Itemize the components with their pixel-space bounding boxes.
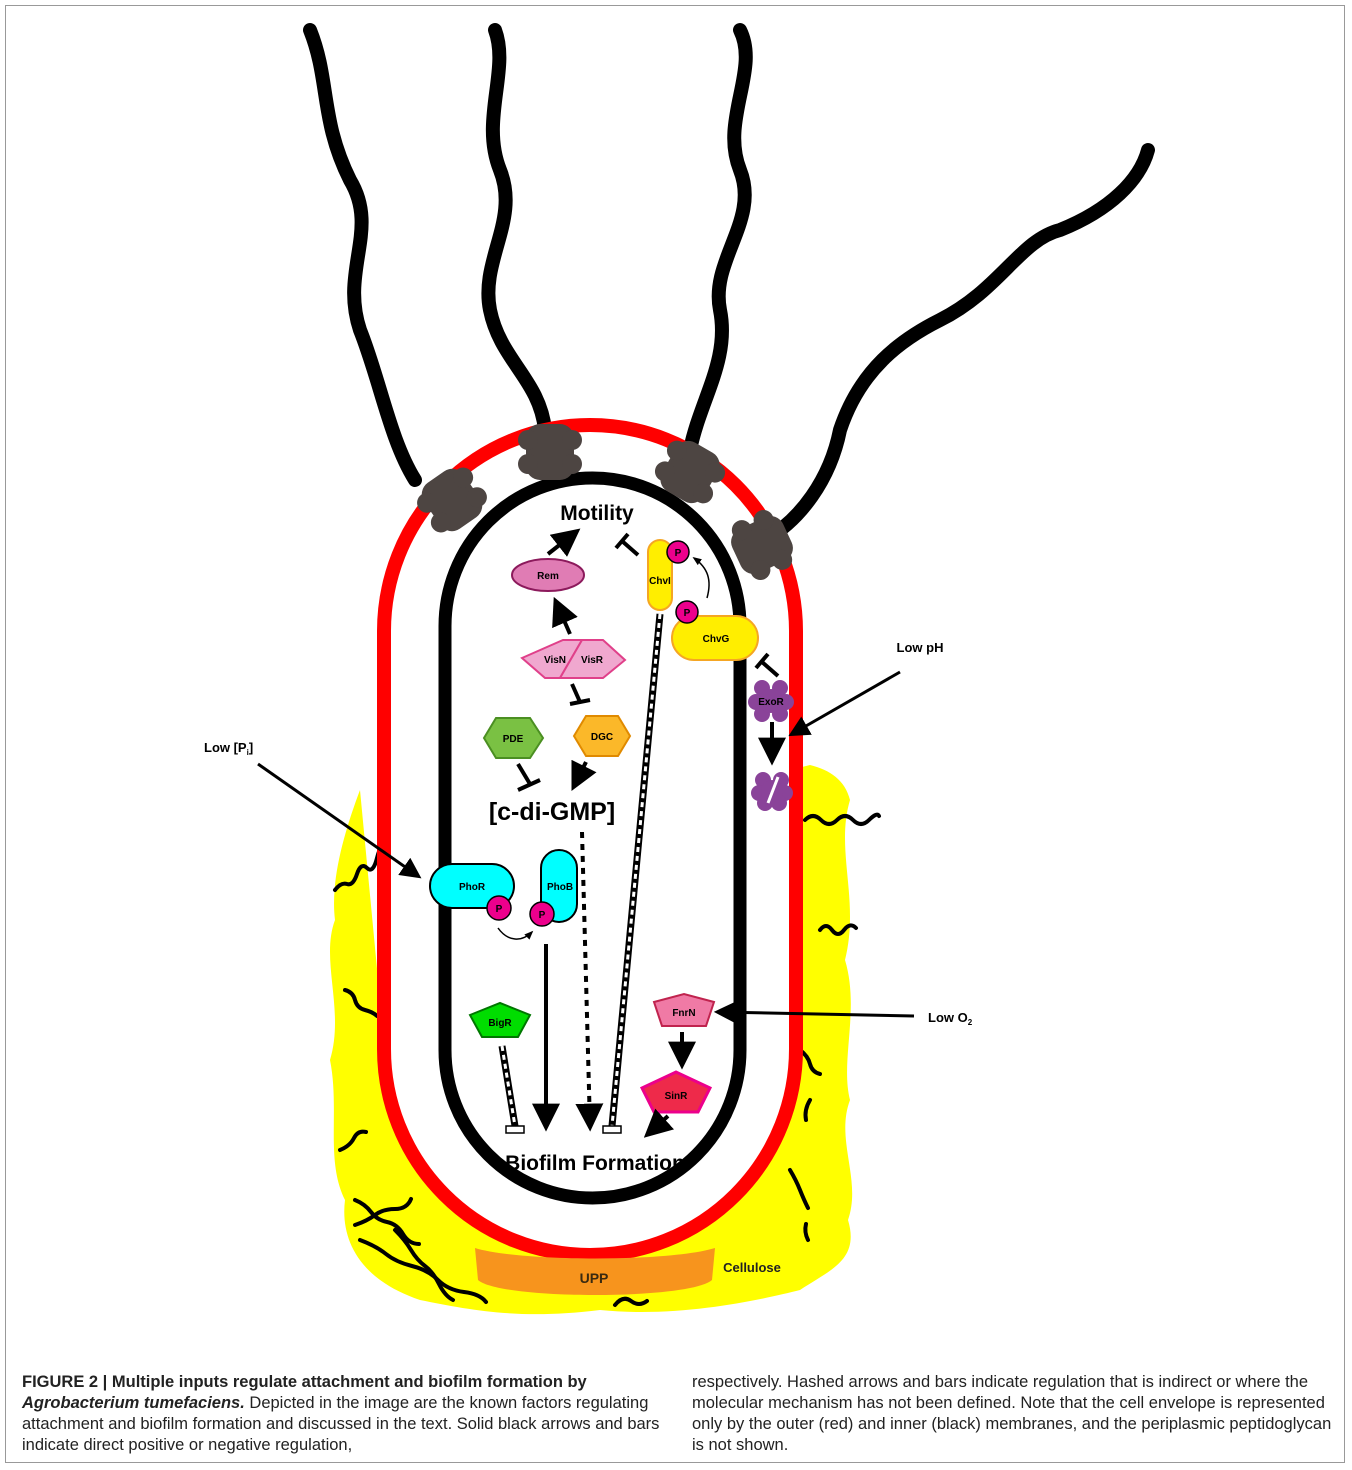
caption-column-2: respectively. Hashed arrows and bars ind… xyxy=(692,1372,1332,1456)
motility-label: Motility xyxy=(560,502,634,525)
low-o2-label: Low O2 xyxy=(928,1010,973,1027)
pde-label: PDE xyxy=(503,734,524,745)
cellulose-label: Cellulose xyxy=(723,1260,781,1275)
phor-phosphate-label: P xyxy=(496,904,503,915)
low-o2-prefix: Low O xyxy=(928,1010,968,1025)
low-pi-suffix: ] xyxy=(249,740,253,755)
visn-label: VisN xyxy=(544,655,566,666)
fnrn-label: FnrN xyxy=(672,1008,695,1019)
low-pi-prefix: Low [P xyxy=(204,740,247,755)
caption-species: Agrobacterium tumefaciens. xyxy=(22,1394,245,1412)
visr-label: VisR xyxy=(581,655,604,666)
low-o2-subscript: 2 xyxy=(968,1018,973,1027)
chvi-label: ChvI xyxy=(649,576,671,587)
caption-column-1: FIGURE 2 | Multiple inputs regulate atta… xyxy=(22,1372,667,1456)
cdigmp-label: [c-di-GMP] xyxy=(489,798,615,826)
low-ph-label: Low pH xyxy=(897,640,944,655)
rem-label: Rem xyxy=(537,571,559,582)
low-pi-label: Low [Pi] xyxy=(204,740,253,757)
flagella xyxy=(310,30,1148,540)
biofilm-regulation-diagram: UPP Cellulose Motility [c-di-GMP] Biofil… xyxy=(0,0,1352,1360)
chvi-phosphate-label: P xyxy=(675,548,682,559)
phob-label: PhoB xyxy=(547,882,573,893)
chvg-label: ChvG xyxy=(703,634,730,645)
dgc-label: DGC xyxy=(591,732,613,743)
phob-phosphate-label: P xyxy=(539,910,546,921)
upp-label: UPP xyxy=(580,1270,609,1286)
caption-text-2: respectively. Hashed arrows and bars ind… xyxy=(692,1373,1331,1454)
caption-title: FIGURE 2 | Multiple inputs regulate atta… xyxy=(22,1373,587,1391)
bigr-label: BigR xyxy=(488,1018,512,1029)
phor-label: PhoR xyxy=(459,882,486,893)
chvg-phosphate-label: P xyxy=(684,608,691,619)
biofilm-label: Biofilm Formation xyxy=(505,1152,685,1175)
exor-label: ExoR xyxy=(758,697,784,708)
sinr-label: SinR xyxy=(665,1091,689,1102)
